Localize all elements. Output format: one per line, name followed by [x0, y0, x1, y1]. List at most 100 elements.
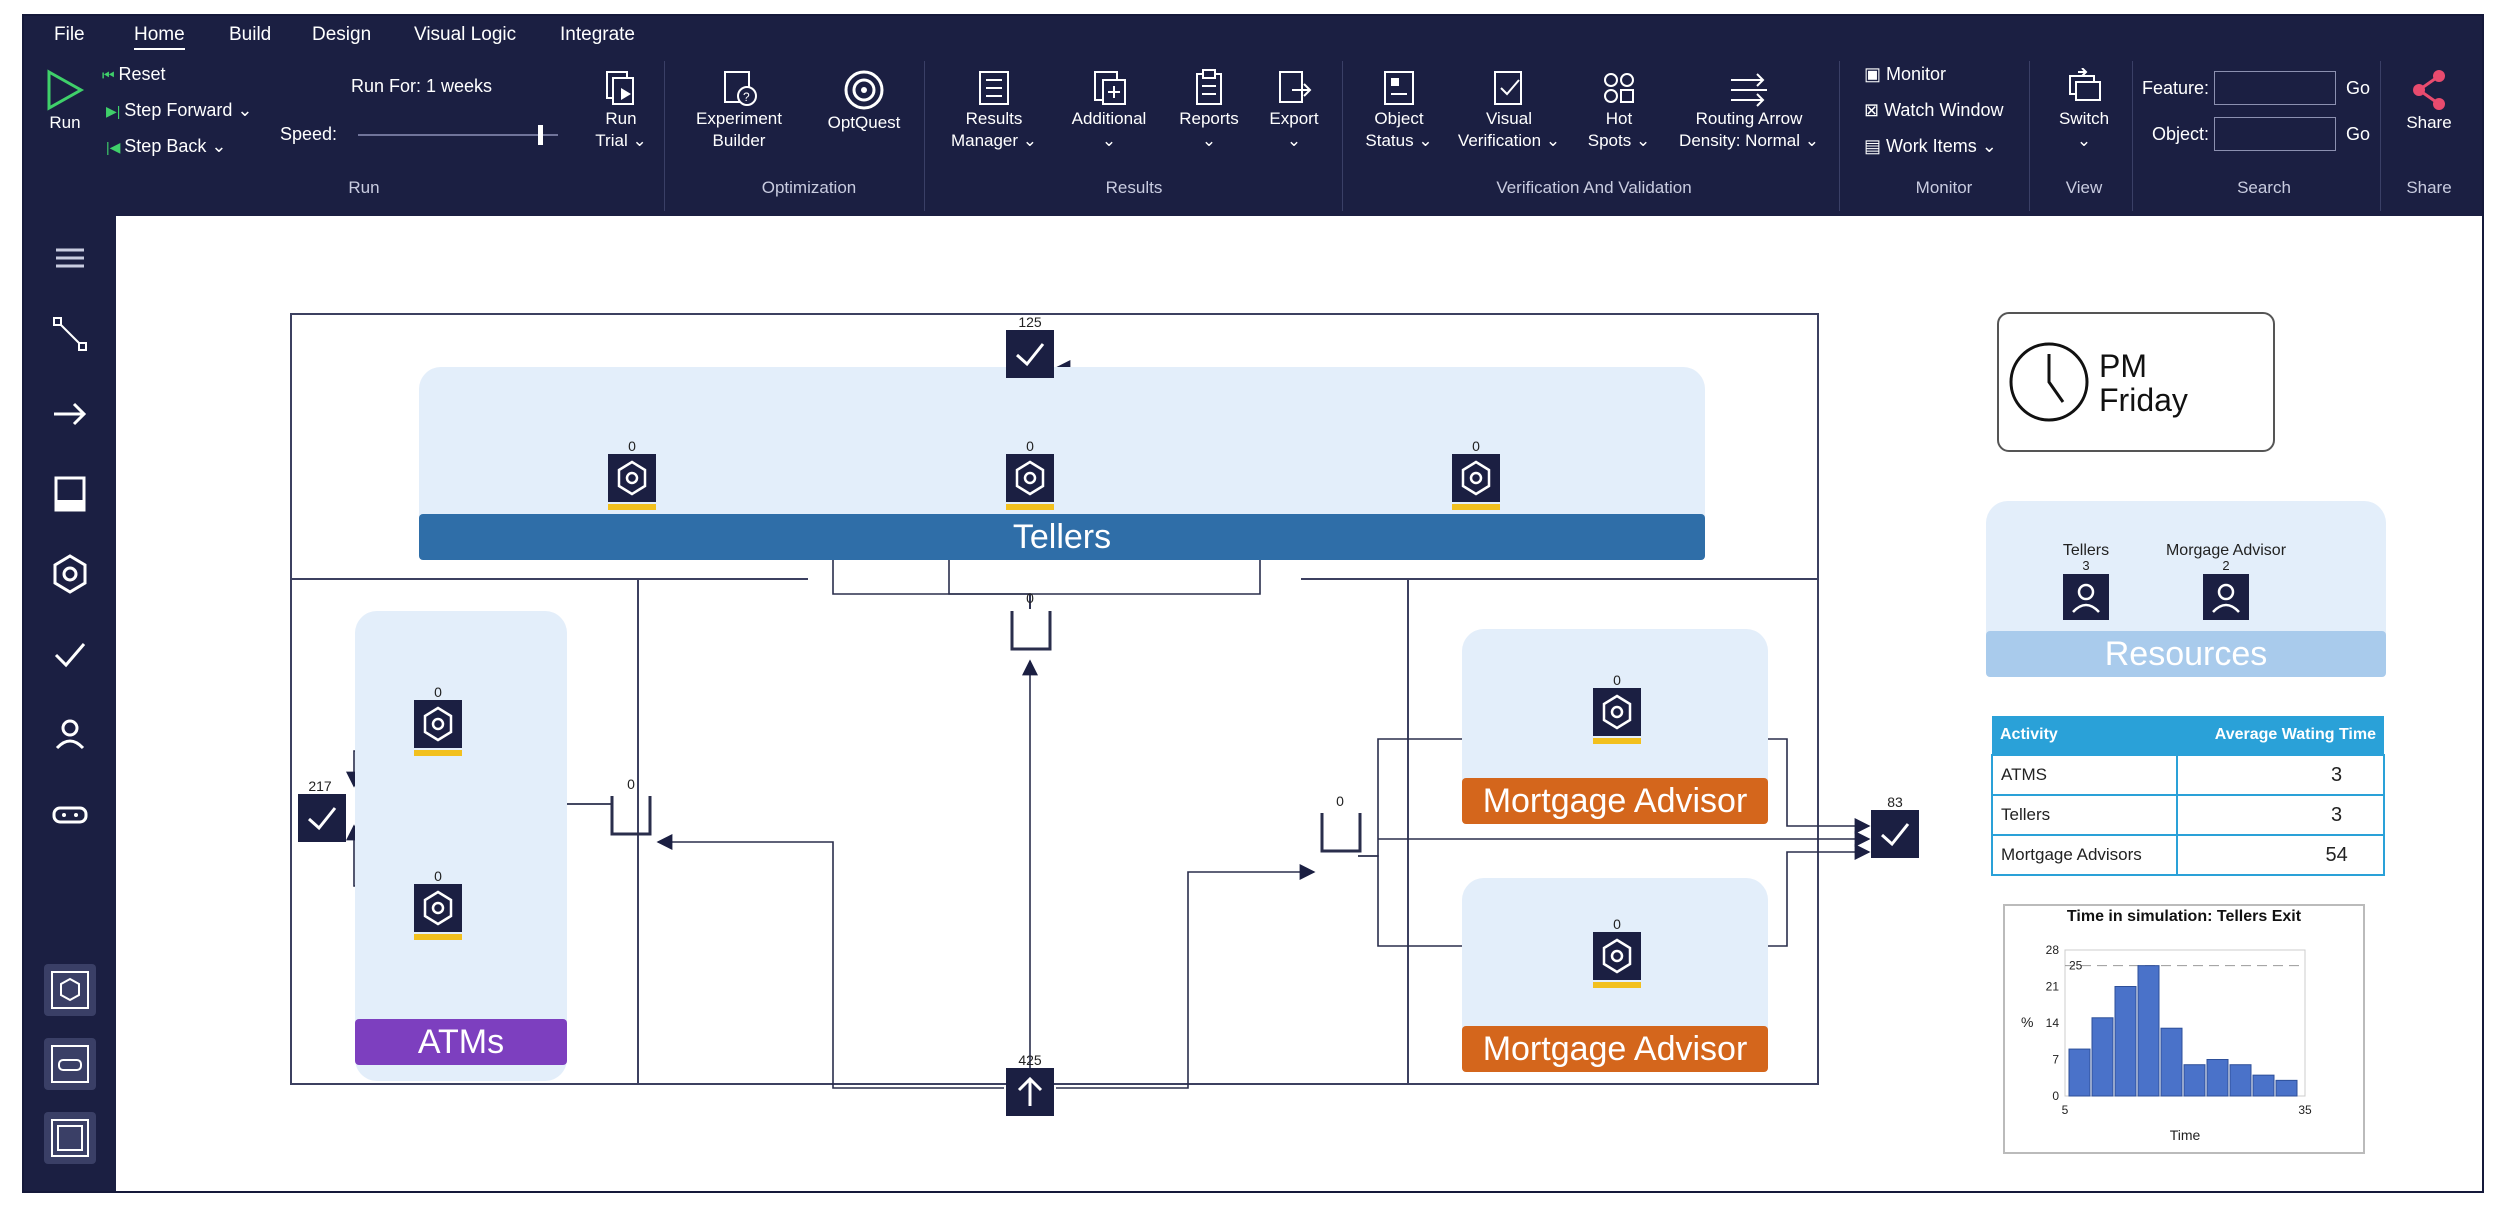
visual-verification-button[interactable]: Visual Verification ⌄ — [1449, 68, 1569, 152]
resource-mortgage[interactable]: Morgage Advisor 2 — [2156, 542, 2296, 620]
teller-queue[interactable] — [1010, 609, 1052, 653]
run-button[interactable]: Run — [40, 68, 90, 134]
table-header-row: Activity Average Wating Time — [1992, 716, 2384, 755]
menu-file[interactable]: File — [54, 24, 85, 45]
arrow-icon[interactable] — [44, 388, 96, 440]
layout-library-icon[interactable] — [44, 1112, 96, 1164]
y-tick-label: 14 — [2046, 1016, 2060, 1030]
atm-1-activity[interactable] — [414, 700, 462, 756]
work-items-icon: ▤ — [1864, 136, 1887, 156]
monitor-icon: ▣ — [1864, 64, 1887, 84]
export-label: Export — [1269, 109, 1319, 128]
switch-label: Switch — [2058, 109, 2110, 128]
step-back-button[interactable]: |◀ Step Back ⌄ — [106, 136, 227, 156]
atm-2-activity[interactable] — [414, 884, 462, 940]
watch-window-label: Watch Window — [1884, 100, 2004, 120]
resource-tellers[interactable]: Tellers 3 — [2036, 542, 2136, 620]
teller-2-activity[interactable] — [1006, 454, 1054, 510]
activity-icon — [617, 460, 647, 496]
queue-icon[interactable] — [44, 468, 96, 520]
menu-build[interactable]: Build — [229, 24, 272, 45]
work-items-button[interactable]: ▤ Work Items ⌄ — [1864, 136, 1997, 156]
reset-icon: ⏮ — [102, 67, 119, 83]
watch-window-button[interactable]: ⊠ Watch Window — [1864, 100, 2003, 121]
y-axis-label: % — [2021, 1014, 2033, 1030]
hot-spots-button[interactable]: Hot Spots ⌄ — [1579, 68, 1659, 152]
mortgage-exit-node[interactable] — [1871, 810, 1919, 858]
reset-button[interactable]: ⏮ Reset — [102, 64, 166, 85]
wait-cell: 54 — [2176, 834, 2385, 876]
speed-slider[interactable] — [358, 125, 558, 145]
routing-label: Routing Arrow — [1695, 109, 1803, 128]
speed-label: Speed: — [280, 124, 338, 144]
verification-group-label: Verification And Validation — [1496, 178, 1692, 197]
mortgage-banner-2: Mortgage Advisor — [1462, 1026, 1768, 1072]
additional-button[interactable]: Additional⌄ — [1054, 68, 1164, 152]
mortgage-1-count: 0 — [1613, 672, 1621, 688]
mortgage-2-count: 0 — [1613, 916, 1621, 932]
mortgage-banner-1: Mortgage Advisor — [1462, 778, 1768, 824]
mortgage-1-activity[interactable] — [1593, 688, 1641, 744]
object-go-button[interactable]: Go — [2346, 124, 2371, 144]
run-trial-icon — [606, 71, 634, 105]
export-button[interactable]: Export⌄ — [1254, 68, 1334, 152]
feature-input[interactable] — [2214, 71, 2336, 105]
vehicle-icon[interactable] — [44, 788, 96, 840]
experiment-builder-button[interactable]: ? Experiment Builder — [684, 68, 794, 152]
teller-1-activity[interactable] — [608, 454, 656, 510]
additional-icon — [1094, 71, 1126, 105]
atms-lane — [355, 611, 567, 1081]
run-trial-label: Run — [605, 109, 637, 128]
step-forward-button[interactable]: ▶| Step Forward ⌄ — [106, 100, 253, 120]
atm-exit-count: 217 — [308, 778, 332, 794]
run-trial-button[interactable]: Run Trial ⌄ — [586, 68, 656, 152]
monitor-button[interactable]: ▣ Monitor — [1864, 64, 1946, 85]
monitor-label: Monitor — [1886, 64, 1947, 84]
entry-node[interactable] — [1006, 1068, 1054, 1116]
menu-icon[interactable] — [44, 232, 96, 284]
svg-text:?: ? — [743, 90, 750, 104]
mortgage-2-activity[interactable] — [1593, 932, 1641, 988]
activity-cell: ATMS — [1990, 754, 2179, 796]
activity-library-icon[interactable] — [44, 964, 96, 1016]
tool-sidebar — [24, 216, 116, 1191]
results-manager-button[interactable]: Results Manager ⌄ — [944, 68, 1044, 152]
exit-check-icon[interactable] — [44, 628, 96, 680]
menu-design[interactable]: Design — [312, 24, 372, 45]
check-icon — [1015, 343, 1045, 367]
routing-arrow-density-button[interactable]: Routing Arrow Density: Normal ⌄ — [1664, 68, 1834, 152]
object-label: Object: — [2151, 124, 2209, 144]
object-input[interactable] — [2214, 117, 2336, 151]
watch-window-icon: ⊠ — [1864, 100, 1885, 120]
hot-label2: Spots — [1587, 131, 1632, 150]
y-tick-label: 0 — [2052, 1089, 2059, 1103]
x-axis-label: Time — [2170, 1127, 2201, 1143]
atm-exit-node[interactable] — [298, 794, 346, 842]
speed-slider-thumb[interactable] — [538, 125, 543, 145]
menu-integrate[interactable]: Integrate — [560, 24, 635, 45]
menu-visual-logic[interactable]: Visual Logic — [414, 24, 517, 45]
switch-button[interactable]: Switch⌄ — [2044, 68, 2124, 152]
histogram-bar — [2068, 1048, 2091, 1097]
work-items-label: Work Items — [1886, 136, 1977, 156]
transport-library-icon[interactable] — [44, 1038, 96, 1090]
run-group-label: Run — [348, 178, 380, 197]
atm-1-count: 0 — [434, 684, 442, 700]
reports-icon — [1196, 69, 1222, 105]
teller-3-activity[interactable] — [1452, 454, 1500, 510]
reports-button[interactable]: Reports⌄ — [1164, 68, 1254, 152]
resource-tellers-label: Tellers — [2062, 542, 2110, 559]
teller-2-count: 0 — [1026, 438, 1034, 454]
resource-person-icon[interactable] — [44, 708, 96, 760]
teller-exit-node[interactable] — [1006, 330, 1054, 378]
menu-home[interactable]: Home — [134, 24, 185, 50]
share-button[interactable]: Share — [2394, 68, 2464, 134]
object-status-button[interactable]: Object Status ⌄ — [1354, 68, 1444, 152]
atm-queue[interactable] — [610, 794, 652, 838]
optquest-button[interactable]: OptQuest — [814, 68, 914, 134]
connector-icon[interactable] — [44, 308, 96, 360]
clock-period: PM — [2099, 348, 2147, 384]
feature-go-button[interactable]: Go — [2346, 78, 2371, 98]
mortgage-queue[interactable] — [1320, 811, 1362, 855]
activity-icon[interactable] — [44, 548, 96, 600]
